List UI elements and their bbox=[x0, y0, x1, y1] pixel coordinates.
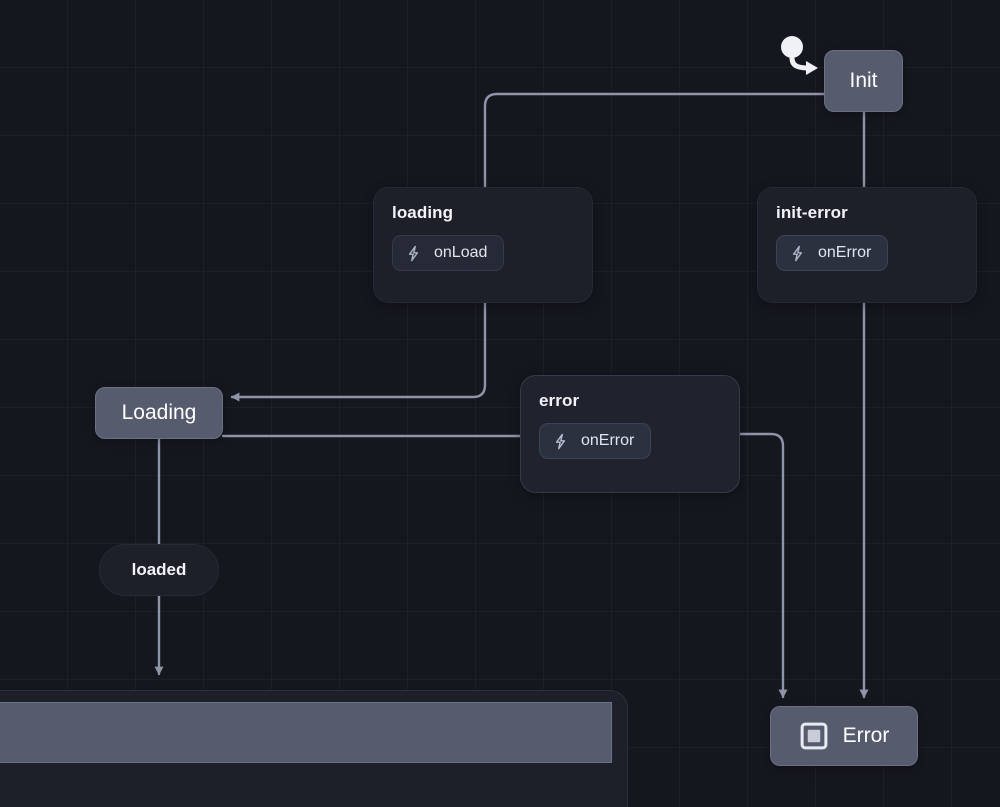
transition-group-init-error[interactable]: init-error onError bbox=[757, 187, 977, 303]
bolt-icon bbox=[792, 245, 803, 261]
event-node-loaded-label: loaded bbox=[131, 560, 187, 579]
transition-group-loading-title: loading bbox=[392, 203, 454, 222]
transition-group-error[interactable]: error onError bbox=[520, 375, 740, 493]
edge-error-to-Error bbox=[738, 432, 788, 699]
event-pill-onerror-init-label: onError bbox=[818, 244, 872, 261]
transition-group-error-title: error bbox=[539, 391, 580, 410]
state-node-loading-label: Loading bbox=[121, 401, 197, 424]
state-node-init-label: Init bbox=[849, 69, 878, 92]
final-state-node-error[interactable]: Error bbox=[770, 706, 918, 766]
edge-init-to-loading bbox=[483, 92, 826, 189]
event-pill-onload[interactable]: onLoad bbox=[392, 235, 505, 271]
event-pill-onerror[interactable]: onError bbox=[539, 423, 652, 459]
event-node-loaded[interactable]: loaded bbox=[99, 544, 219, 596]
state-node-init[interactable]: Init bbox=[824, 50, 903, 112]
final-state-icon bbox=[800, 722, 828, 750]
transition-group-loading[interactable]: loading onLoad bbox=[373, 187, 593, 303]
bolt-icon bbox=[555, 433, 566, 449]
initial-state-marker bbox=[778, 34, 826, 76]
final-state-node-error-label: Error bbox=[842, 724, 890, 747]
edge-loading-to-Loading bbox=[230, 301, 487, 402]
event-pill-onload-label: onLoad bbox=[434, 244, 488, 261]
event-pill-onerror-label: onError bbox=[581, 432, 635, 449]
event-pill-onerror-init[interactable]: onError bbox=[776, 235, 889, 271]
loaded-panel[interactable] bbox=[0, 690, 628, 807]
loaded-panel-header[interactable] bbox=[0, 702, 612, 763]
state-node-loading[interactable]: Loading bbox=[95, 387, 223, 439]
transition-group-init-error-title: init-error bbox=[776, 203, 848, 222]
bolt-icon bbox=[408, 245, 419, 261]
